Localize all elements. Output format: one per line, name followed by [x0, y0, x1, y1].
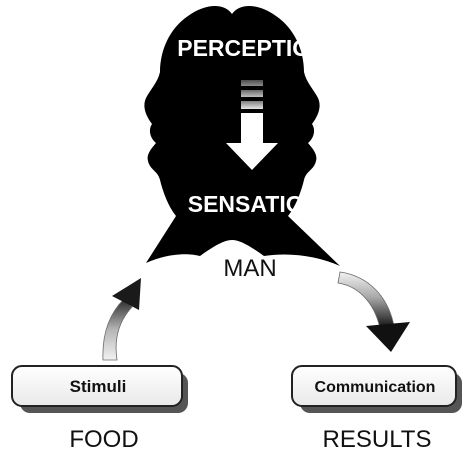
communication-label: Communication — [315, 379, 436, 396]
man-to-communication-arrow — [337, 271, 410, 352]
down-arrow — [226, 80, 278, 170]
food-caption: FOOD — [69, 426, 138, 453]
communication-box: Communication — [291, 365, 462, 413]
stimuli-label: Stimuli — [70, 377, 127, 396]
results-caption: RESULTS — [323, 426, 432, 453]
perception-label: PERCEPTION — [177, 35, 327, 61]
stimuli-box: Stimuli — [11, 365, 188, 413]
stimuli-to-man-arrow — [102, 278, 141, 361]
sensation-label: SENSATION — [188, 191, 320, 217]
man-label: MAN — [223, 255, 276, 282]
